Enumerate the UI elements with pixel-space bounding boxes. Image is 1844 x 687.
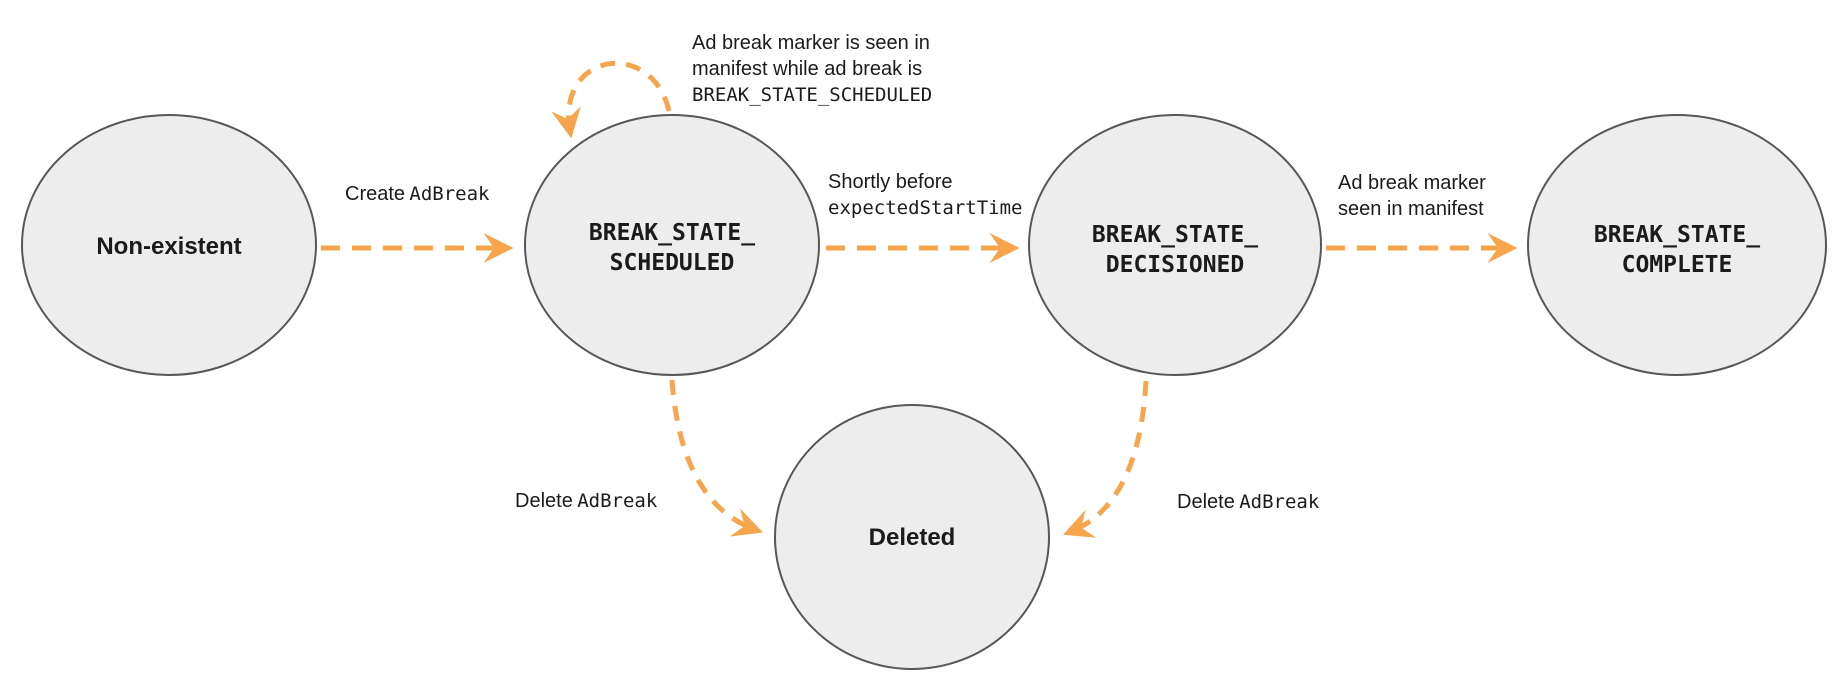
edge-label-marker-seen-line1: Ad break marker: [1338, 172, 1486, 194]
edge-label-create-code: AdBreak: [409, 183, 490, 205]
edge-label-self-loop-line2: manifest while ad break is: [692, 58, 923, 80]
node-label-decisioned-line1: BREAK_STATE_: [1091, 222, 1259, 248]
node-label-complete: BREAK_STATE_ COMPLETE: [1594, 220, 1760, 280]
edge-label-before-start-text: Shortly before: [828, 171, 953, 193]
edge-delete-from-scheduled: [669, 379, 764, 537]
edge-label-marker-seen: Ad break marker seen in manifest: [1338, 170, 1486, 222]
edge-label-self-loop-line1: Ad break marker is seen in: [692, 32, 930, 54]
edge-label-delete-scheduled-code: AdBreak: [577, 490, 658, 512]
edge-label-marker-seen-line2: seen in manifest: [1338, 198, 1484, 220]
edge-label-self-loop: Ad break marker is seen in manifest whil…: [692, 30, 932, 108]
state-node-scheduled: [524, 114, 820, 376]
state-node-non-existent: [21, 114, 317, 376]
edge-delete-from-decisioned: [1063, 380, 1149, 538]
edge-label-create-text: Create: [345, 183, 406, 205]
edge-label-delete-decisioned-code: AdBreak: [1239, 491, 1320, 513]
node-label-scheduled-line2: SCHEDULED: [609, 250, 735, 276]
state-node-decisioned: [1028, 114, 1322, 376]
node-label-deleted: Deleted: [868, 524, 956, 551]
edge-label-before-start-code: expectedStartTime: [828, 197, 1023, 219]
edge-self-loop-scheduled: [551, 60, 672, 139]
edge-label-self-loop-code: BREAK_STATE_SCHEDULED: [692, 84, 933, 106]
state-node-complete: [1527, 114, 1827, 376]
node-label-decisioned-line2: DECISIONED: [1105, 252, 1245, 278]
node-label-non-existent: Non-existent: [96, 233, 242, 260]
node-label-scheduled: BREAK_STATE_ SCHEDULED: [589, 218, 755, 278]
node-label-scheduled-line1: BREAK_STATE_: [588, 220, 756, 246]
edge-label-delete-decisioned-text: Delete: [1177, 491, 1235, 513]
node-label-complete-line2: COMPLETE: [1621, 252, 1733, 278]
edge-label-delete-scheduled-text: Delete: [515, 490, 573, 512]
state-node-deleted: [774, 404, 1050, 670]
edge-label-before-start: Shortly before expectedStartTime: [828, 169, 1022, 221]
node-label-decisioned: BREAK_STATE_ DECISIONED: [1092, 220, 1258, 280]
node-label-complete-line1: BREAK_STATE_: [1593, 222, 1761, 248]
